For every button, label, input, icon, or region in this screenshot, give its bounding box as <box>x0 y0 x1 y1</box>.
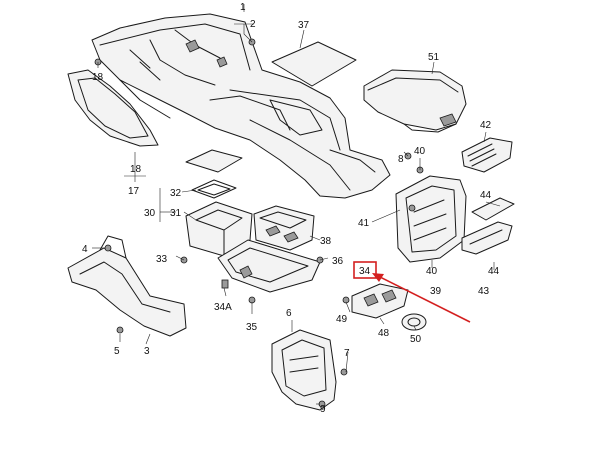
callout-42: 42 <box>480 120 492 131</box>
power-outlet <box>401 313 427 331</box>
callout-9: 9 <box>320 404 326 415</box>
left-bracket <box>67 235 187 337</box>
rear-trim-panel <box>395 175 467 263</box>
leader-lines <box>92 4 501 405</box>
callout-8: 8 <box>398 154 404 165</box>
callout-49: 49 <box>336 314 348 325</box>
callout-44-top: 44 <box>480 190 492 201</box>
callout-1: 1 <box>240 2 246 13</box>
callout-40-top: 40 <box>414 146 426 157</box>
rear-bracket <box>271 329 337 411</box>
callout-18-top: 18 <box>92 72 104 83</box>
callout-5: 5 <box>114 346 120 357</box>
storage-tray <box>185 201 253 257</box>
callout-7: 7 <box>344 348 350 359</box>
callout-38: 38 <box>320 236 332 247</box>
callout-3: 3 <box>144 346 150 357</box>
callout-18-side: 18 <box>130 164 142 175</box>
highlight-arrow <box>372 273 471 323</box>
callout-40-bottom: 40 <box>426 266 438 277</box>
callout-34: 34 <box>359 266 371 277</box>
callout-37: 37 <box>298 20 310 31</box>
callout-17: 17 <box>128 186 140 197</box>
side-trim-panel <box>67 69 159 147</box>
socket-module <box>351 283 409 319</box>
callout-44-bottom: 44 <box>488 266 500 277</box>
armrest <box>363 69 467 133</box>
callout-41: 41 <box>358 218 370 229</box>
callout-33: 33 <box>156 254 168 265</box>
callout-34A: 34A <box>214 302 232 313</box>
callout-2: 2 <box>250 19 256 30</box>
callout-labels: 1 2 37 51 18 42 8 40 18 17 44 32 30 31 4… <box>82 2 500 415</box>
fasteners <box>94 38 424 408</box>
callout-34-highlight: 34 <box>353 261 377 279</box>
callout-6: 6 <box>286 308 292 319</box>
seal <box>191 179 237 199</box>
vent-inserts <box>461 197 515 255</box>
callout-39: 39 <box>430 286 442 297</box>
callout-31: 31 <box>170 208 182 219</box>
callout-4: 4 <box>82 244 88 255</box>
callout-35: 35 <box>246 322 258 333</box>
center-console-body <box>91 13 391 199</box>
callout-32: 32 <box>170 188 182 199</box>
callout-36: 36 <box>332 256 344 267</box>
callout-48: 48 <box>378 328 390 339</box>
storage-compartment <box>217 239 321 293</box>
callout-43: 43 <box>478 286 490 297</box>
trim-pad <box>271 41 357 87</box>
trim-cover <box>185 149 243 173</box>
callout-51: 51 <box>428 52 440 63</box>
callout-50: 50 <box>410 334 422 345</box>
callout-30: 30 <box>144 208 156 219</box>
switch-module <box>253 205 315 251</box>
rear-air-vent <box>461 137 513 173</box>
